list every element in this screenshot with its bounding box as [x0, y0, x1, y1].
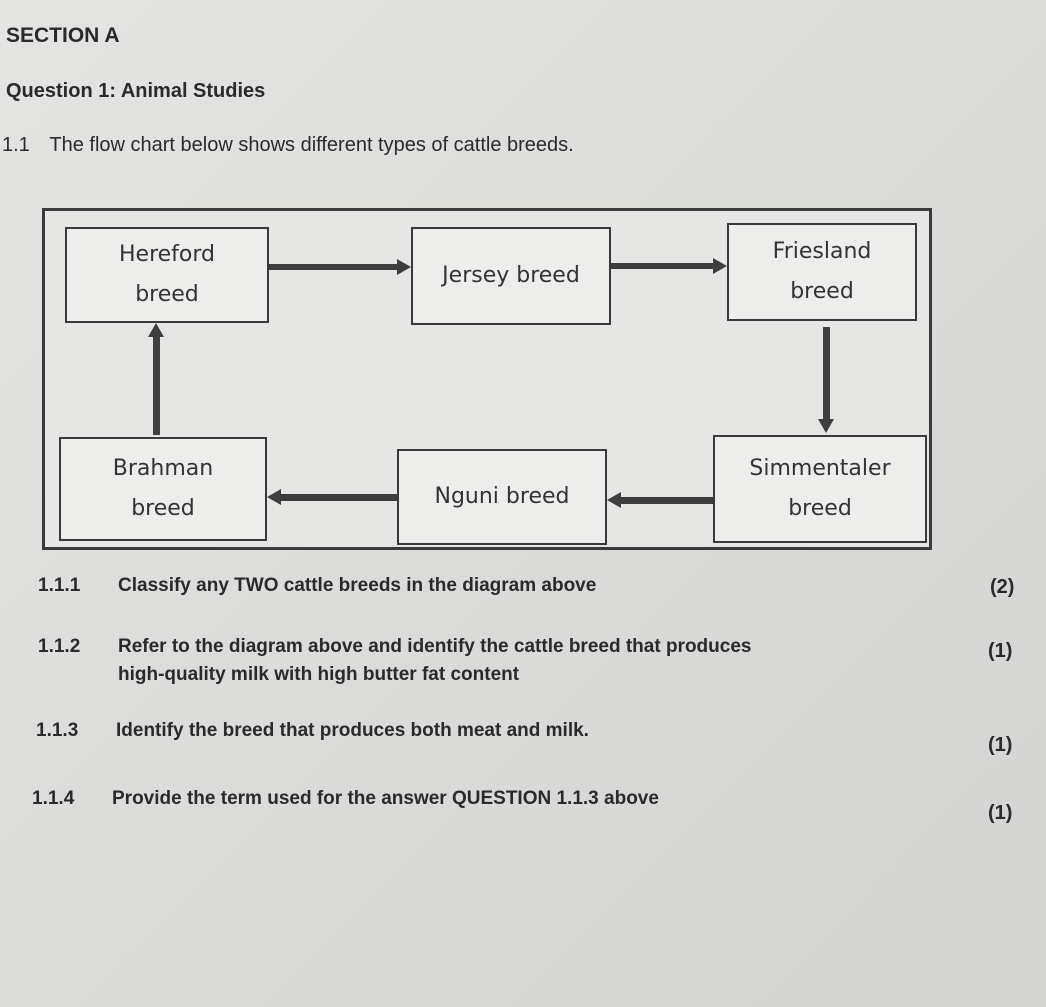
question-number: 1.1.4 [32, 788, 75, 809]
box-friesland: Friesland breed [727, 223, 917, 321]
question-text: Identify the breed that produces both me… [116, 720, 589, 741]
arrowhead-down-icon [818, 419, 834, 433]
box-jersey: Jersey breed [411, 227, 611, 325]
arrow-nguni-to-brahman [281, 494, 397, 501]
question-1-1-2: 1.1.2 Refer to the diagram above and ide… [38, 636, 751, 685]
box-brahman: Brahman breed [59, 437, 267, 541]
question-1-1-1: 1.1.1 Classify any TWO cattle breeds in … [38, 575, 596, 597]
arrow-brahman-to-hereford [153, 337, 160, 435]
box-brahman-label: Brahman breed [112, 456, 214, 521]
arrowhead-right-icon [713, 258, 727, 274]
marks-1-1-3: (1) [988, 734, 1013, 756]
arrow-simmentaler-to-nguni [621, 497, 713, 504]
marks-1-1-1: (2) [990, 576, 1015, 598]
marks-1-1-4: (1) [988, 802, 1013, 824]
intro-number: 1.1 [2, 134, 30, 156]
arrow-friesland-to-simmentaler [823, 327, 830, 421]
question-text: Classify any TWO cattle breeds in the di… [118, 575, 597, 596]
arrowhead-left-icon [607, 492, 621, 508]
question-text-line2: high-quality milk with high butter fat c… [118, 664, 520, 685]
box-nguni-label: Nguni breed [434, 484, 570, 509]
question-text: Provide the term used for the answer QUE… [112, 788, 659, 809]
box-nguni: Nguni breed [397, 449, 607, 545]
intro-text: The flow chart below shows different typ… [49, 134, 574, 156]
question-number: 1.1.3 [36, 720, 79, 741]
question-title: Question 1: Animal Studies [6, 80, 266, 102]
question-text: Refer to the diagram above and identify … [118, 636, 752, 657]
arrow-hereford-to-jersey [269, 264, 399, 270]
box-friesland-label: Friesland breed [772, 239, 872, 304]
arrowhead-right-icon [397, 259, 411, 275]
cattle-breed-flow-chart: Hereford breed Jersey breed Friesland br… [42, 208, 932, 550]
intro-line: 1.1 The flow chart below shows different… [2, 134, 574, 157]
question-1-1-4: 1.1.4 Provide the term used for the answ… [32, 788, 659, 810]
box-jersey-label: Jersey breed [442, 263, 580, 288]
box-hereford: Hereford breed [65, 227, 269, 323]
question-1-1-3: 1.1.3 Identify the breed that produces b… [36, 720, 589, 742]
arrowhead-left-icon [267, 489, 281, 505]
box-simmentaler: Simmentaler breed [713, 435, 927, 543]
arrow-jersey-to-friesland [611, 263, 715, 269]
question-number: 1.1.2 [38, 636, 81, 657]
section-title: SECTION A [6, 24, 120, 47]
box-hereford-label: Hereford breed [118, 242, 215, 307]
arrowhead-up-icon [148, 323, 164, 337]
marks-1-1-2: (1) [988, 640, 1013, 662]
question-number: 1.1.1 [38, 575, 81, 596]
box-simmentaler-label: Simmentaler breed [749, 456, 891, 521]
